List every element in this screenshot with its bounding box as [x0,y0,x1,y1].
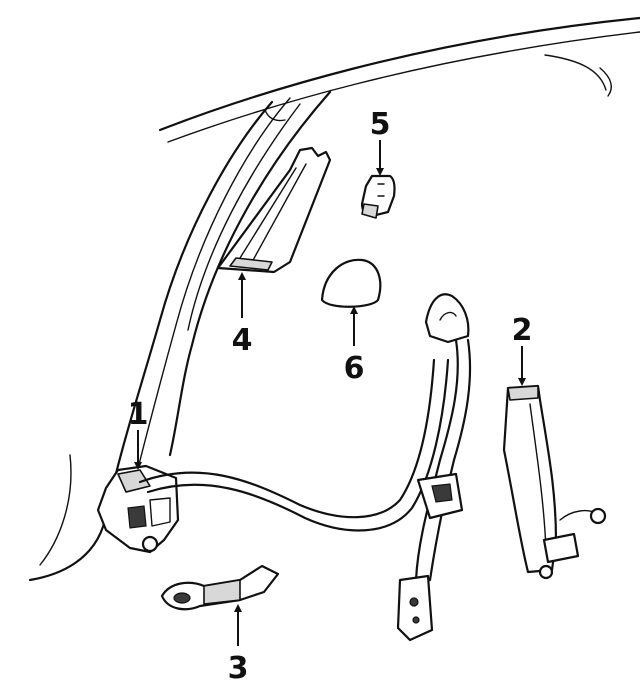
callout-arrow-5 [376,168,384,176]
buckle-assembly-part [502,384,607,580]
callout-arrow-6 [350,306,358,314]
callout-label-1: 1 [128,397,149,432]
callout-label-5: 5 [370,107,391,142]
callout-label-6: 6 [344,351,365,386]
anchor-cover-part [320,258,382,308]
callout-label-3: 3 [228,651,249,686]
callout-leaders [134,140,526,646]
callout-arrow-1 [134,462,142,470]
callout-label-2: 2 [512,313,533,348]
retractor-belt-assembly-part [96,293,472,642]
callout-label-4: 4 [232,323,253,358]
vehicle-body-outline [28,16,640,582]
pillar-trim-part [216,146,332,274]
callout-arrow-2 [518,378,526,386]
belt-guide-clip-part [360,174,396,219]
buckle-stalk-part [160,564,280,611]
callout-arrow-3 [234,604,242,612]
callout-arrow-4 [238,272,246,280]
